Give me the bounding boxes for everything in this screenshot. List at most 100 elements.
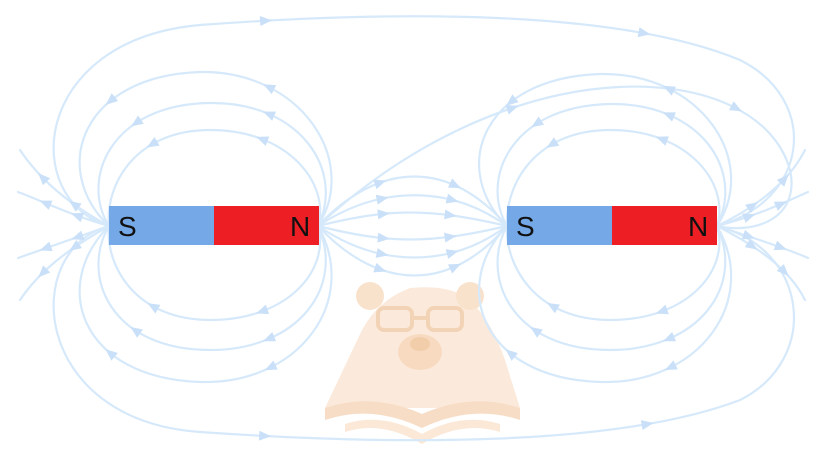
field-line xyxy=(478,224,733,384)
arrowhead-icon xyxy=(146,137,160,148)
south-pole-right xyxy=(507,206,612,245)
north-pole-right xyxy=(612,206,717,245)
field-line xyxy=(316,224,509,277)
bar-magnet-left: S N xyxy=(109,206,319,245)
arrowhead-icon xyxy=(375,248,389,258)
south-pole-label-right: S xyxy=(516,211,535,242)
field-line xyxy=(478,72,733,228)
arrowhead-icon xyxy=(744,238,758,250)
field-line xyxy=(316,224,509,259)
field-line xyxy=(715,224,810,260)
arrowhead-icon xyxy=(444,209,457,220)
arrowhead-icon xyxy=(530,326,543,338)
arrowhead-icon xyxy=(373,262,387,273)
arrowhead-icon xyxy=(105,93,119,105)
arrowhead-icon xyxy=(776,174,789,187)
arrowhead-icon xyxy=(664,360,678,371)
field-line xyxy=(715,148,807,228)
arrowhead-icon xyxy=(741,229,755,240)
arrowhead-icon xyxy=(505,349,518,361)
arrowhead-icon xyxy=(547,302,560,314)
arrowhead-icon xyxy=(69,239,82,251)
arrowhead-icon xyxy=(38,173,51,186)
arrowhead-icon xyxy=(776,263,789,277)
field-line xyxy=(78,224,333,384)
arrowhead-icon xyxy=(377,232,390,243)
bar-magnet-right: S N xyxy=(507,206,717,245)
field-direction-arrows xyxy=(38,16,789,441)
arrowhead-icon xyxy=(640,420,654,430)
arrowhead-icon xyxy=(263,332,277,342)
arrowhead-icon xyxy=(742,213,756,223)
arrowhead-icon xyxy=(506,94,519,106)
arrowhead-icon xyxy=(38,265,51,278)
field-line xyxy=(316,194,509,228)
field-line xyxy=(505,128,721,228)
field-line xyxy=(505,224,721,322)
arrowhead-icon xyxy=(546,137,560,148)
arrowhead-icon xyxy=(445,193,459,204)
arrowhead-icon xyxy=(773,201,787,211)
arrowhead-icon xyxy=(447,178,461,189)
field-line xyxy=(316,175,509,228)
arrowhead-icon xyxy=(39,241,53,252)
north-pole-left xyxy=(214,206,319,245)
bear-reading-book-logo-icon xyxy=(325,282,520,444)
arrowhead-icon xyxy=(662,332,676,342)
arrowhead-icon xyxy=(264,360,278,371)
arrowhead-icon xyxy=(531,116,545,128)
arrowhead-icon xyxy=(147,303,161,314)
arrowhead-icon xyxy=(637,27,651,38)
arrowhead-icon xyxy=(258,430,272,441)
field-line xyxy=(97,101,327,228)
field-line xyxy=(496,102,727,228)
arrowhead-icon xyxy=(655,136,669,146)
field-line xyxy=(316,211,509,228)
field-line xyxy=(16,224,111,260)
arrowhead-icon xyxy=(39,200,53,210)
arrowhead-icon xyxy=(505,104,519,115)
arrowhead-icon xyxy=(71,230,85,241)
arrowhead-icon xyxy=(662,85,676,96)
arrowhead-icon xyxy=(662,112,676,122)
arrowhead-icon xyxy=(256,304,270,315)
arrowhead-icon xyxy=(445,249,459,259)
field-line xyxy=(18,224,111,302)
field-line xyxy=(316,224,509,241)
field-line xyxy=(715,224,807,302)
field-line xyxy=(107,128,322,228)
north-pole-label-right: N xyxy=(688,211,708,242)
field-line xyxy=(16,190,111,228)
arrowhead-icon xyxy=(745,202,758,213)
field-line xyxy=(496,224,727,352)
arrowhead-icon xyxy=(263,84,277,95)
arrowhead-icon xyxy=(373,179,387,190)
arrowhead-icon xyxy=(68,200,82,212)
south-pole-left xyxy=(109,206,214,245)
arrowhead-icon xyxy=(655,304,669,315)
field-line xyxy=(715,190,810,228)
arrowhead-icon xyxy=(377,209,390,220)
arrowhead-icon xyxy=(447,263,461,274)
north-pole-label-left: N xyxy=(290,211,310,242)
arrowhead-icon xyxy=(375,194,389,205)
arrowhead-icon xyxy=(71,212,85,223)
arrowhead-icon xyxy=(263,111,277,121)
arrowhead-icon xyxy=(105,349,118,361)
south-pole-label-left: S xyxy=(118,211,137,242)
arrowhead-icon xyxy=(773,240,787,251)
field-line xyxy=(52,15,795,228)
magnetic-field-lines xyxy=(16,15,810,442)
field-line xyxy=(97,224,327,352)
field-line xyxy=(52,224,796,442)
field-line xyxy=(107,224,322,322)
arrowhead-icon xyxy=(259,16,273,26)
field-line xyxy=(18,148,111,228)
field-line xyxy=(78,70,333,228)
arrowhead-icon xyxy=(130,326,143,338)
arrowhead-icon xyxy=(728,101,742,112)
arrowhead-icon xyxy=(256,136,270,146)
arrowhead-icon xyxy=(130,115,144,127)
arrowhead-icon xyxy=(444,232,457,243)
